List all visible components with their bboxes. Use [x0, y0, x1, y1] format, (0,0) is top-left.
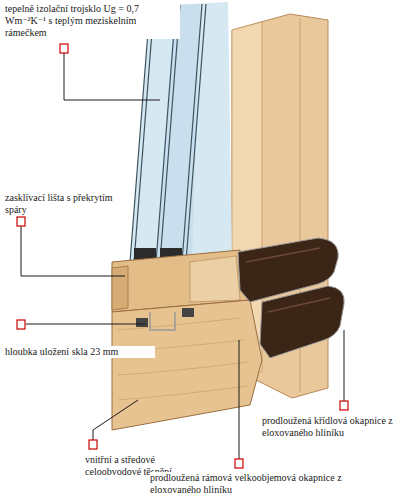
- seal: [182, 308, 194, 317]
- part-label: zasklívací lišta s překrytím spáry: [5, 192, 115, 216]
- part-label: hloubka uložení skla 23 mm: [5, 346, 155, 358]
- seal: [136, 318, 148, 327]
- glass-panes: [130, 4, 206, 262]
- callout-markers: [17, 44, 348, 468]
- glass: [130, 2, 232, 266]
- glazing-bead: [112, 266, 128, 310]
- part-label: prodloužená rámová velkoobjemová okapnic…: [150, 472, 390, 496]
- part-label: tepelně izolační trojsklo Ug = 0,7 Wm⁻²K…: [5, 3, 180, 39]
- frame-drip-cap: [260, 286, 344, 358]
- leader-lines: [21, 53, 344, 459]
- part-label: prodloužená křídlová okapnice z eloxovan…: [262, 415, 394, 439]
